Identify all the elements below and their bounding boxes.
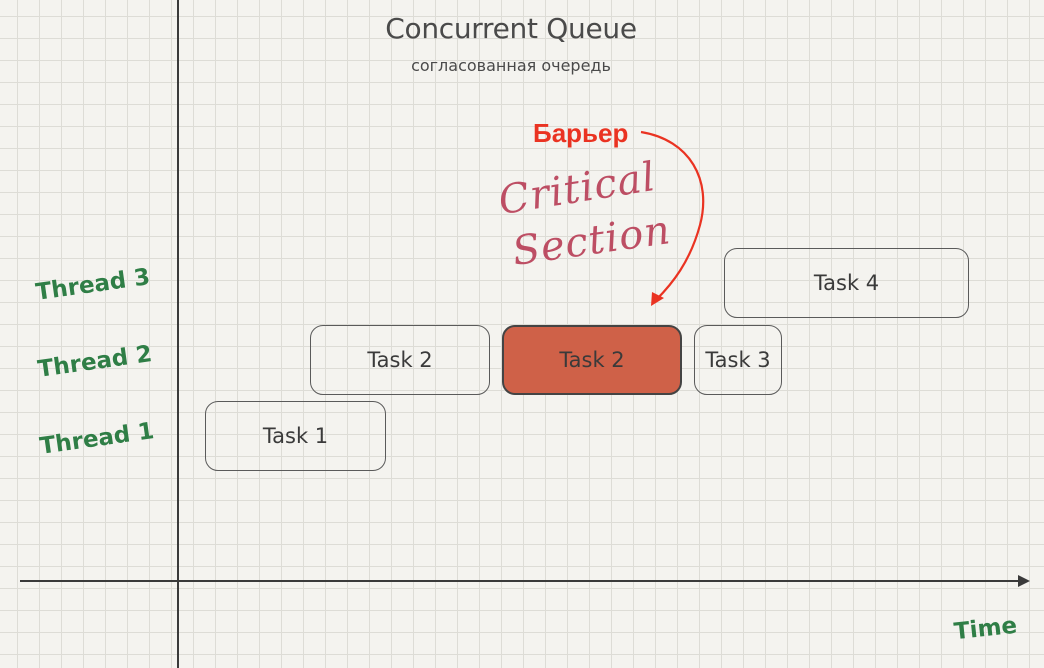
thread-1-label: Thread 1: [38, 418, 156, 460]
task-2-box: Task 2: [310, 325, 490, 395]
thread-2-label: Thread 2: [36, 341, 154, 383]
task-2-barrier-box: Task 2: [502, 325, 682, 395]
time-axis-label: Time: [952, 612, 1019, 646]
task-1-box: Task 1: [205, 401, 386, 471]
thread-3-label: Thread 3: [34, 264, 152, 306]
barrier-label: Барьер: [533, 118, 629, 148]
task-4-box: Task 4: [724, 248, 969, 318]
y-axis-line: [177, 0, 179, 668]
diagram-title: Concurrent Queue: [385, 12, 637, 45]
task-3-box: Task 3: [694, 325, 782, 395]
time-axis-arrow-icon: [1018, 575, 1030, 587]
time-axis-line: [20, 580, 1020, 582]
diagram-subtitle: согласованная очередь: [411, 56, 611, 75]
